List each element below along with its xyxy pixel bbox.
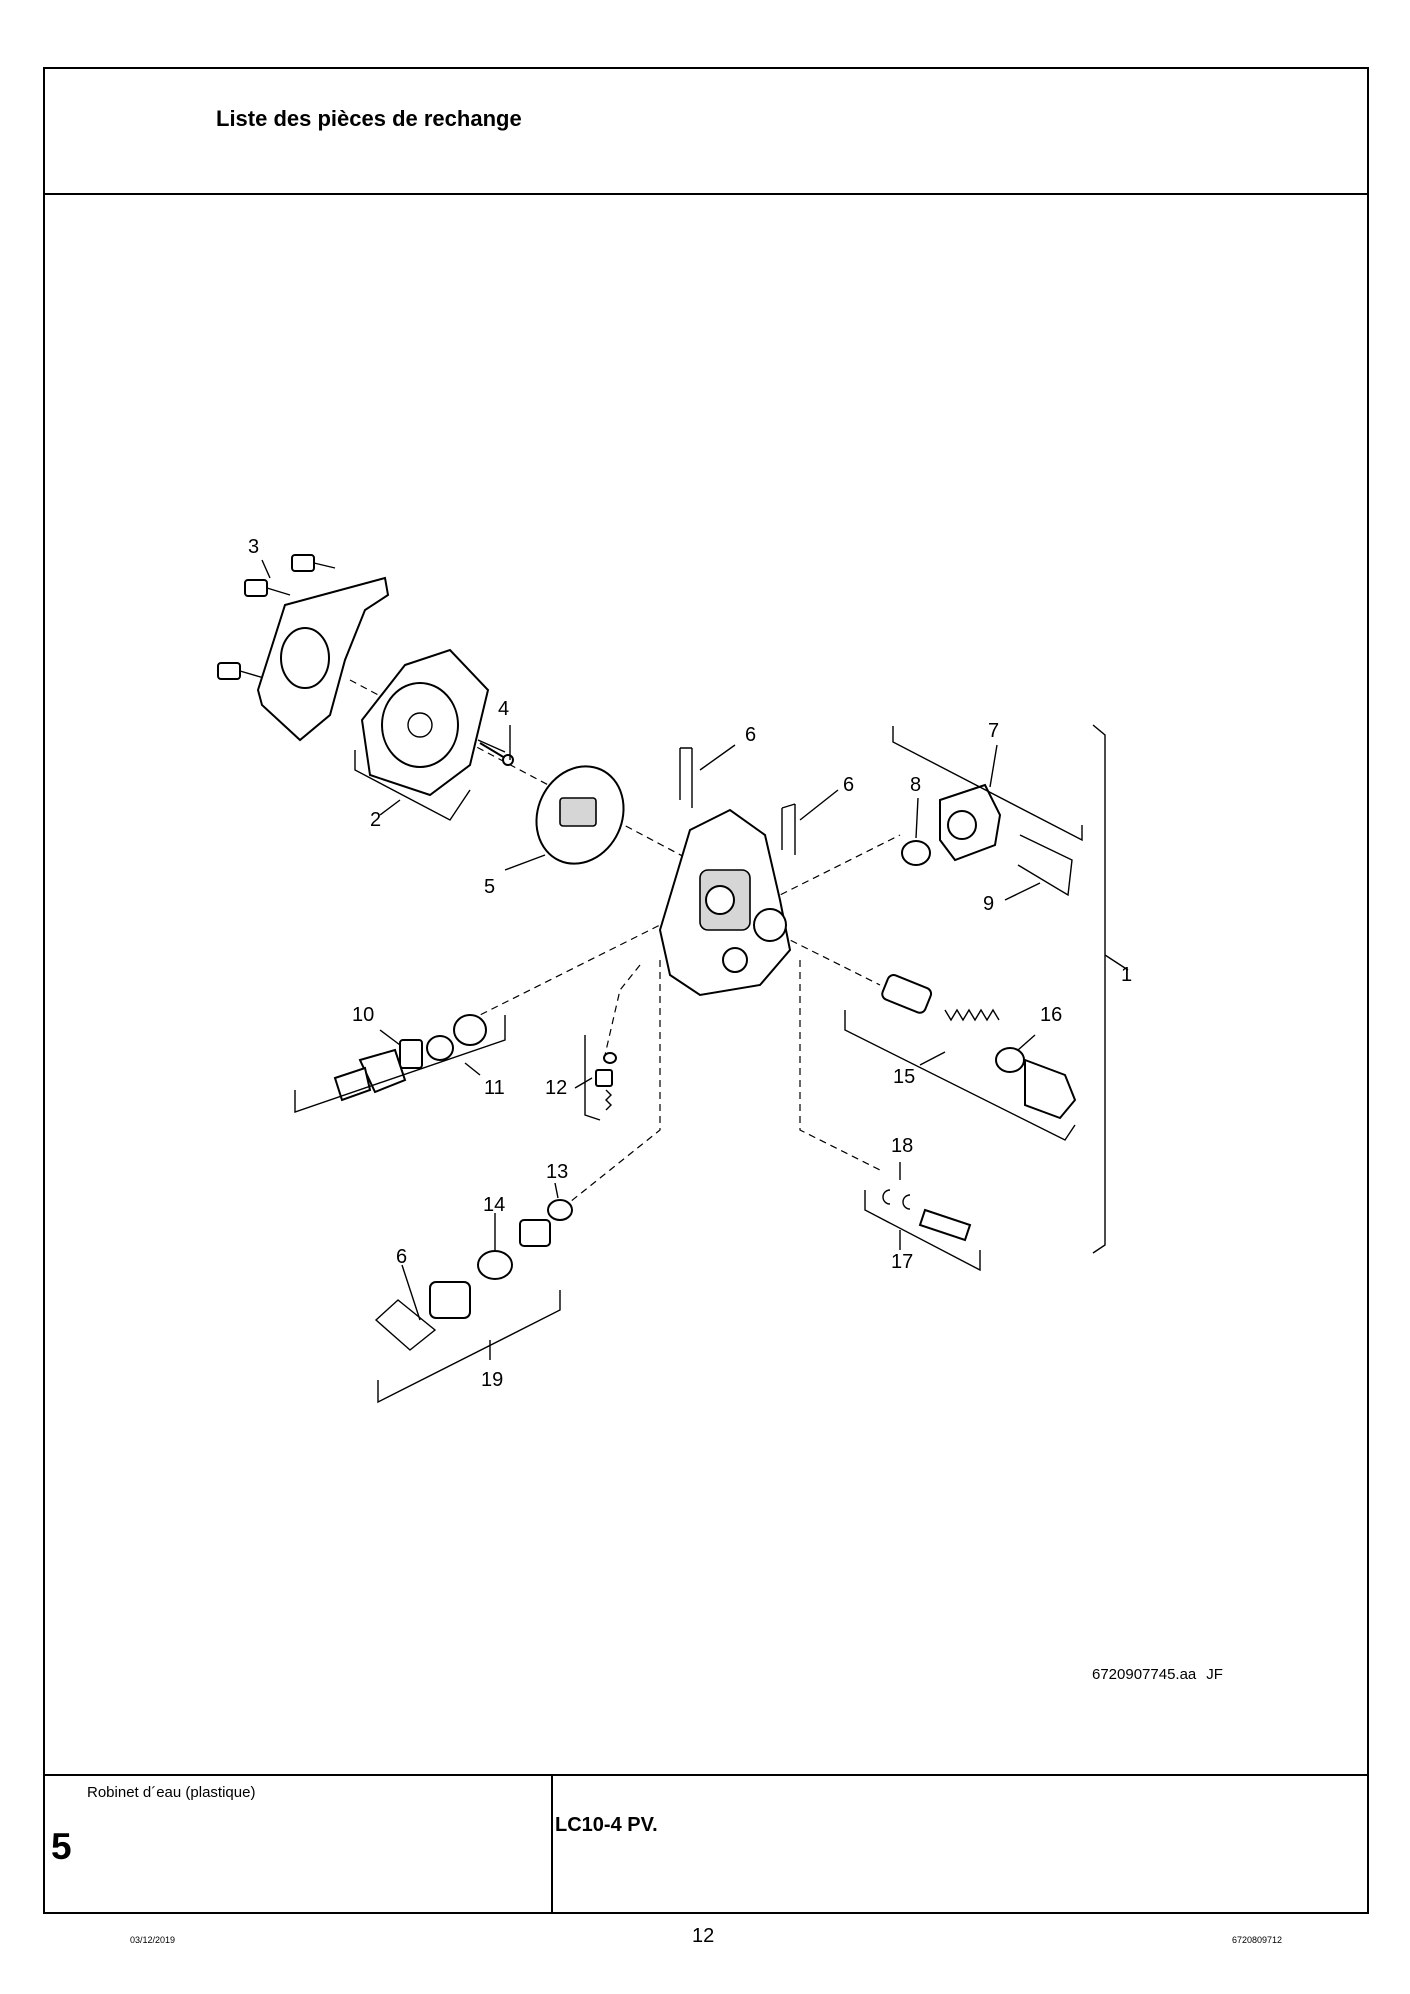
callout-19: 19 (481, 1369, 503, 1391)
outlet-plug (333, 1014, 487, 1102)
callout-6c: 6 (396, 1246, 407, 1268)
callout-4: 4 (498, 698, 509, 720)
callout-17: 17 (891, 1251, 913, 1273)
callout-9: 9 (983, 893, 994, 915)
clips (374, 747, 796, 1351)
bolts (217, 554, 336, 680)
header-divider (45, 193, 1367, 195)
page-frame: Liste des pièces de rechange 6720907745.… (43, 67, 1369, 1914)
callout-labels: 3 4 2 5 6 6 7 8 9 1 10 11 12 16 15 18 17… (248, 536, 1132, 1391)
spring-assembly (881, 974, 1077, 1120)
callout-3: 3 (248, 536, 259, 558)
callout-1: 1 (1121, 964, 1132, 986)
leader-lines (261, 559, 1129, 1360)
page-title: Liste des pièces de rechange (216, 106, 522, 131)
model-name: LC10-4 PV. (555, 1814, 658, 1836)
callout-18: 18 (891, 1135, 913, 1157)
footer-date: 03/12/2019 (130, 1935, 176, 1945)
small-parts (882, 1189, 972, 1242)
info-block-divider (45, 1774, 1367, 1776)
document-number: 6720809712 (1232, 1935, 1283, 1945)
callout-10: 10 (352, 1004, 374, 1026)
callout-16: 16 (1040, 1004, 1062, 1026)
callout-7: 7 (988, 720, 999, 742)
callout-12: 12 (545, 1077, 567, 1099)
group-brackets (294, 724, 1106, 1404)
component-caption: Robinet d´eau (plastique) (87, 1784, 256, 1801)
callout-6b: 6 (843, 774, 854, 796)
callout-2: 2 (370, 809, 381, 831)
screw (595, 1052, 617, 1111)
callout-13: 13 (546, 1161, 568, 1183)
page-number: 12 (692, 1925, 715, 1947)
callout-15: 15 (893, 1066, 915, 1088)
section-number: 5 (51, 1826, 72, 1867)
callout-14: 14 (483, 1194, 505, 1216)
callout-6a: 6 (745, 724, 756, 746)
inlet-fitting (901, 783, 1073, 897)
info-block-separator (551, 1774, 553, 1914)
callout-5: 5 (484, 876, 495, 898)
drawing-reference-number: 6720907745.aa (1092, 1666, 1197, 1683)
cover-part (360, 648, 514, 797)
bracket-plate (256, 576, 390, 742)
callout-8: 8 (910, 774, 921, 796)
drawing-reference: 6720907745.aa JF (1092, 1666, 1223, 1683)
filter-group (429, 1199, 573, 1319)
callout-11: 11 (484, 1077, 505, 1099)
diaphragm (535, 765, 625, 865)
valve-body (658, 808, 792, 997)
drawing-initials: JF (1206, 1666, 1223, 1683)
